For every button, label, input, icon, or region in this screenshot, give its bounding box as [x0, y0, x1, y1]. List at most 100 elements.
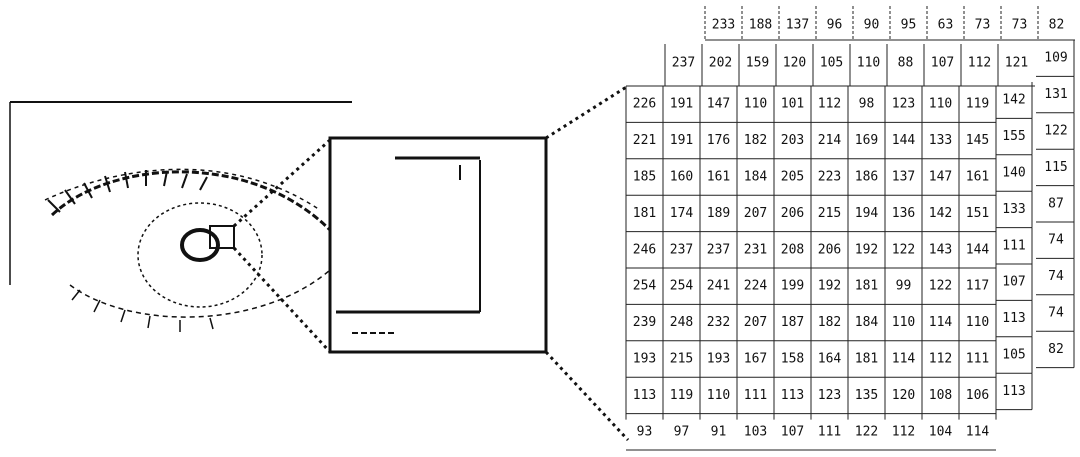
pixel-value: 113 — [633, 388, 656, 403]
pixel-value: 239 — [633, 315, 656, 330]
pixel-value: 122 — [855, 424, 878, 439]
pixel-value: 73 — [975, 18, 991, 33]
pixel-value: 110 — [857, 56, 880, 71]
pixel-value: 206 — [818, 242, 841, 257]
pixel-value: 90 — [864, 18, 880, 33]
pixel-value: 142 — [929, 206, 952, 221]
pixel-value: 120 — [783, 56, 806, 71]
lower-lashes — [71, 289, 214, 332]
pixel-value: 159 — [746, 56, 769, 71]
pixel-value: 187 — [781, 315, 804, 330]
pixel-value: 110 — [744, 97, 767, 112]
pixel-value: 97 — [674, 424, 690, 439]
pixel-value: 123 — [892, 97, 915, 112]
pixel-value: 111 — [966, 352, 989, 367]
pixel-value: 158 — [781, 352, 804, 367]
pixel-value: 237 — [670, 242, 693, 257]
pixel-value: 121 — [1005, 56, 1028, 71]
pixel-value: 119 — [966, 97, 989, 112]
pixel-value: 87 — [1048, 196, 1064, 211]
pixel-value: 194 — [855, 206, 879, 221]
pixel-value: 214 — [818, 133, 842, 148]
pixel-value: 114 — [929, 315, 953, 330]
pixel-value: 110 — [707, 388, 730, 403]
pixel-value: 207 — [744, 315, 767, 330]
pixel-value: 192 — [855, 242, 878, 257]
pixel-value: 110 — [892, 315, 915, 330]
pixel-value: 169 — [855, 133, 878, 148]
pixel-value: 202 — [709, 56, 732, 71]
pixel-value: 131 — [1044, 87, 1067, 102]
pixel-value: 91 — [711, 424, 727, 439]
pixel-value: 111 — [818, 424, 841, 439]
pixel-value: 107 — [781, 424, 804, 439]
connector-eye-bottom — [232, 246, 332, 354]
pixel-value: 189 — [707, 206, 730, 221]
eyelid-upper-curve — [50, 170, 332, 232]
pixel-value: 167 — [744, 352, 767, 367]
pixel-value: 107 — [931, 56, 954, 71]
eyelashes — [47, 170, 208, 213]
pixel-value: 215 — [670, 352, 693, 367]
pixel-value: 88 — [898, 56, 914, 71]
pixel-value: 142 — [1002, 93, 1025, 108]
pixel-value: 111 — [1002, 238, 1025, 253]
pixel-value: 82 — [1048, 342, 1064, 357]
eye-illustration — [9, 101, 352, 332]
pixel-value: 105 — [1002, 348, 1025, 363]
eyebrow-crease-curve — [44, 168, 321, 211]
pixel-value: 237 — [672, 56, 695, 71]
pixel-value: 74 — [1048, 233, 1064, 248]
pixel-value: 135 — [855, 388, 878, 403]
pixel-value: 110 — [929, 97, 952, 112]
pixel-value: 107 — [1002, 275, 1025, 290]
iris — [137, 202, 263, 308]
pixel-value: 113 — [781, 388, 804, 403]
pixel-value: 145 — [966, 133, 989, 148]
pixel-value: 147 — [707, 97, 730, 112]
pixel-value: 161 — [966, 170, 989, 185]
pixel-value: 143 — [929, 242, 952, 257]
pixel-value: 112 — [818, 97, 841, 112]
pixel-value: 160 — [670, 170, 693, 185]
pixel-value: 137 — [786, 18, 809, 33]
eyelid-lower-curve — [69, 269, 331, 318]
pixel-value: 181 — [855, 279, 878, 294]
pixel-value: 93 — [637, 424, 653, 439]
pixel-value: 203 — [781, 133, 804, 148]
pixel-value: 254 — [633, 279, 657, 294]
pixel-value: 188 — [749, 18, 772, 33]
pixel-value: 207 — [744, 206, 767, 221]
pixel-value: 226 — [633, 97, 656, 112]
pixel-value: 133 — [929, 133, 952, 148]
pixel-value: 164 — [818, 352, 842, 367]
pixel-value: 113 — [1002, 311, 1025, 326]
pixel-value: 119 — [670, 388, 693, 403]
pixel-value: 199 — [781, 279, 804, 294]
pixel-value: 248 — [670, 315, 693, 330]
pixel-value: 101 — [781, 97, 804, 112]
pixel-value: 205 — [781, 170, 804, 185]
pixel-value: 147 — [929, 170, 952, 185]
zoom-connectors — [232, 84, 630, 442]
pixel-value: 231 — [744, 242, 767, 257]
pixel-value: 193 — [707, 352, 730, 367]
pixel-value: 144 — [966, 242, 990, 257]
pixel-value: 113 — [1002, 384, 1025, 399]
pixel-value: 208 — [781, 242, 804, 257]
pixel-value: 122 — [929, 279, 952, 294]
pixel-value: 114 — [892, 352, 916, 367]
pixel-value: 176 — [707, 133, 730, 148]
magnified-patch-frame — [328, 136, 548, 354]
pixel-value: 184 — [855, 315, 879, 330]
pixel-value: 221 — [633, 133, 656, 148]
pixel-value: 151 — [966, 206, 989, 221]
pixel-value: 174 — [670, 206, 694, 221]
pixel-value: 191 — [670, 97, 693, 112]
pixel-value: 117 — [966, 279, 989, 294]
pixel-value: 237 — [707, 242, 730, 257]
